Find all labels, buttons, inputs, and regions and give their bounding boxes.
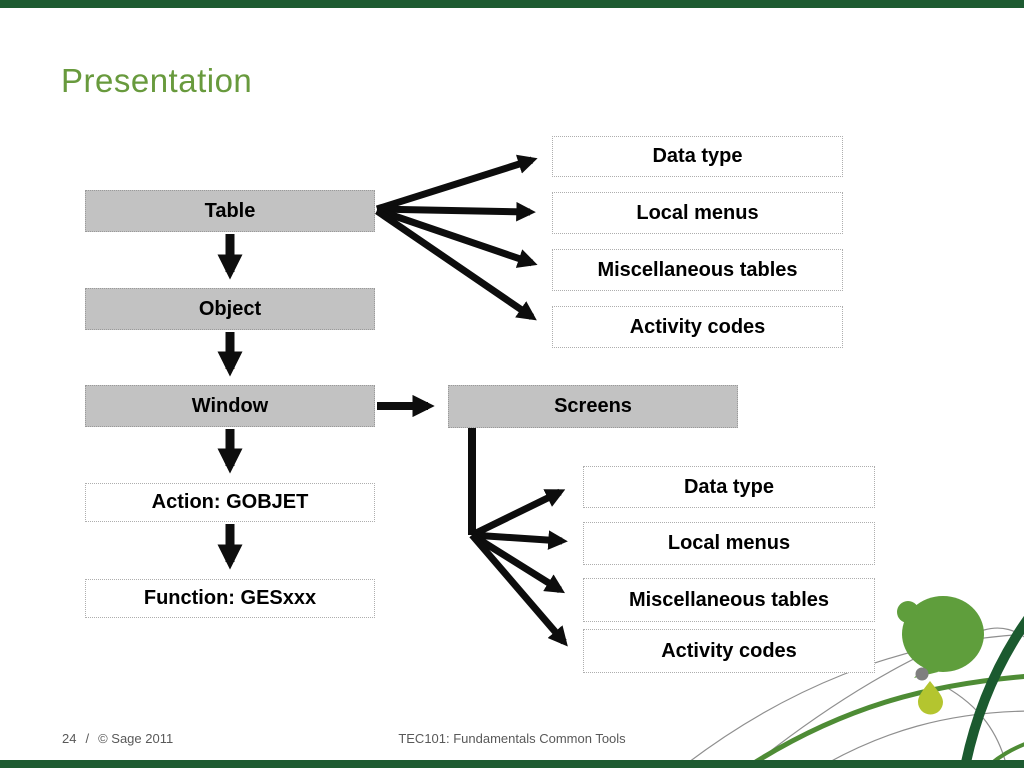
arrow-screens-to-activity-codes — [469, 532, 568, 647]
arrow-screens-to-data-type — [470, 488, 566, 539]
arrow-screens-to-misc-tables — [470, 532, 565, 594]
node-action-gobjet: Action: GOBJET — [85, 483, 375, 522]
node-screens: Screens — [448, 385, 738, 428]
leaf-blob-icon — [902, 596, 984, 672]
node-table: Table — [85, 190, 375, 232]
node-screens-child-local-menus: Local menus — [583, 522, 875, 565]
arrow-table-to-data-type — [375, 154, 538, 213]
node-function-gesxxx: Function: GESxxx — [85, 579, 375, 618]
node-table-child-data-type: Data type — [552, 136, 843, 177]
footer-separator: / — [85, 731, 90, 746]
top-accent-bar — [0, 0, 1024, 8]
node-screens-child-activity-codes: Activity codes — [583, 629, 875, 673]
footer-left: 24 / © Sage 2011 — [62, 731, 173, 746]
droplet-icon — [918, 681, 943, 715]
swoosh-thin-curve-icon — [943, 685, 1008, 768]
arrow-table-to-local-menus — [376, 201, 536, 222]
copyright-text: © Sage 2011 — [98, 731, 174, 746]
page-number: 24 — [62, 731, 77, 746]
seed-dot-icon — [915, 667, 929, 681]
leaf-blob-icon — [897, 601, 919, 623]
node-table-child-local-menus: Local menus — [552, 192, 843, 234]
swoosh-green-curve-icon — [741, 674, 1024, 768]
node-object: Object — [85, 288, 375, 330]
course-title: TEC101: Fundamentals Common Tools — [398, 731, 626, 746]
leaf-blob-icon — [914, 660, 938, 678]
page-title: Presentation — [61, 62, 253, 99]
node-screens-child-misc-tables: Miscellaneous tables — [583, 578, 875, 622]
arrow-table-to-misc-tables — [375, 206, 538, 268]
bottom-accent-bar — [0, 760, 1024, 768]
node-table-child-misc-tables: Miscellaneous tables — [552, 249, 843, 291]
node-window: Window — [85, 385, 375, 427]
node-screens-child-data-type: Data type — [583, 466, 875, 508]
node-table-child-activity-codes: Activity codes — [552, 306, 843, 348]
arrow-screens-to-local-menus — [471, 530, 568, 550]
arrow-table-to-activity-codes — [375, 208, 537, 321]
